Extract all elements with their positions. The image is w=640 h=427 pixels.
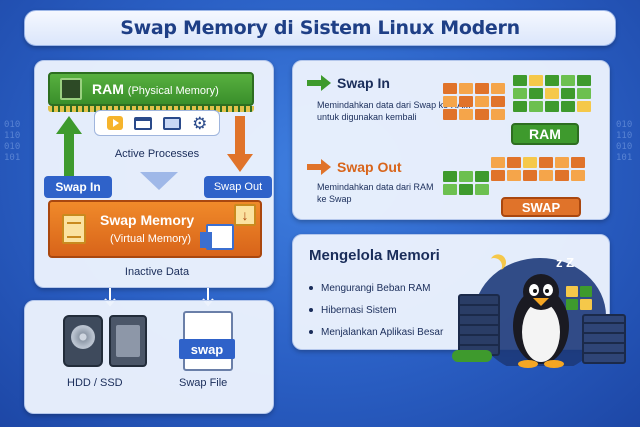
play-icon [106,116,123,130]
inactive-data-label: Inactive Data [124,266,190,278]
list-item: Menjalankan Aplikasi Besar [309,321,443,343]
swap-file-icon: swap [179,311,235,371]
server-box-icon [582,314,626,364]
storage-panel: swap HDD / SSD Swap File [24,300,274,414]
swap-in-blocks-orange [443,83,505,120]
sleep-zzz-text: z Z [556,255,575,270]
down-triangle-icon [140,172,178,190]
swap-out-blocks-orange [491,157,585,181]
list-item-label: Hibernasi Sistem [321,304,397,316]
swap-memory-title: Swap Memory [100,212,195,228]
plants-decoration [452,350,492,362]
bullet-icon [309,330,313,334]
binary-decoration-left: 010 110 010 101 [4,120,21,163]
swap-memory-block: Swap Memory (Virtual Memory) ↓ [48,200,262,258]
server-rack-icon [458,294,500,356]
bullet-icon [309,308,313,312]
swap-out-arrow-icon [227,116,253,172]
list-item-label: Menjalankan Aplikasi Besar [321,326,444,338]
orange-arrow-icon [307,159,331,175]
swap-in-tag: Swap In [44,176,112,198]
title-bar: Swap Memory di Sistem Linux Modern [24,10,616,46]
swap-out-description: Memindahkan data dari RAM ke Swap [317,182,434,204]
window-icon [133,116,152,130]
ram-module: RAM (Physical Memory) [48,72,254,106]
swap-in-out-panel: Swap In Memindahkan data dari Swap ke RA… [292,60,610,220]
ram-label: RAM (Physical Memory) [92,81,219,97]
list-item: Hibernasi Sistem [309,299,443,321]
swap-badge: SWAP [501,197,581,217]
hdd-ssd-label: HDD / SSD [67,377,123,389]
active-processes-label: Active Processes [114,148,200,160]
hdd-icon [63,315,103,367]
ram-title: RAM [92,81,124,97]
page-title: Swap Memory di Sistem Linux Modern [120,17,520,39]
ram-pins [48,106,254,112]
binary-decoration-right: 010 110 010 101 [616,120,633,163]
swap-in-arrow-icon [56,116,82,176]
process-icon-bar: ⚙ [94,110,220,136]
swap-out-heading: Swap Out [337,159,402,175]
swap-in-heading: Swap In [337,75,390,91]
swap-in-description: Memindahkan data dari Swap ke RAM untuk … [317,100,471,122]
swap-memory-subtitle: (Virtual Memory) [110,233,192,245]
monitor-icon [162,116,181,130]
ram-subtitle: (Physical Memory) [127,85,219,97]
chip-icon [60,78,82,100]
manage-memory-list: Mengurangi Beban RAM Hibernasi Sistem Me… [309,277,443,343]
swap-out-blocks-green [443,171,489,195]
green-arrow-icon [307,75,331,91]
swap-file-label: Swap File [179,377,228,389]
ram-stick-decoration [566,286,592,310]
download-box-icon: ↓ [234,204,256,226]
list-item-label: Mengurangi Beban RAM [321,282,431,294]
manage-memory-title: Mengelola Memori [309,247,440,264]
gear-icon: ⚙ [192,113,208,133]
list-item: Mengurangi Beban RAM [309,277,443,299]
bullet-icon [309,286,313,290]
ram-badge: RAM [511,123,579,145]
ssd-icon [109,315,147,367]
swap-in-blocks-green [513,75,591,112]
swap-out-tag: Swap Out [204,176,272,198]
swap-file-badge: swap [179,339,235,359]
penguin-icon [513,274,569,368]
document-icon [62,214,86,244]
files-icon [200,224,234,250]
